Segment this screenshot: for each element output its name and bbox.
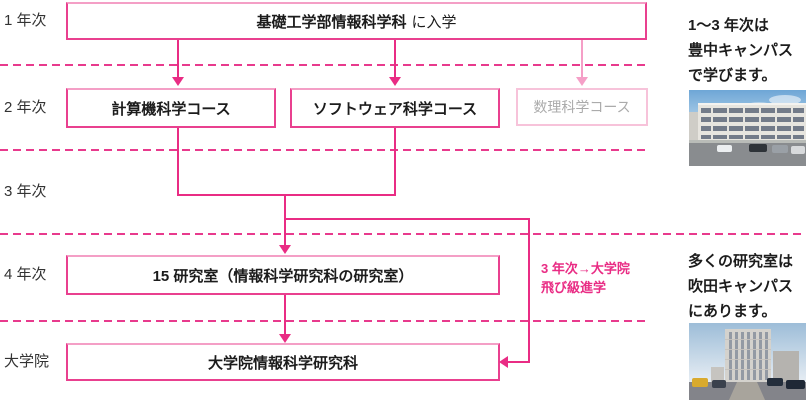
course-computer-label: 計算機科学コース (111, 100, 231, 118)
course-box-mathematical-science: 数理科学コース (516, 88, 648, 126)
year-label-1: 1 年次 (4, 12, 47, 29)
down-arrowhead-computer (172, 77, 184, 86)
toyonaka-campus-photo (689, 90, 806, 166)
course-box-software-science: ソフトウェア科学コース (290, 88, 500, 128)
year-label-grad: 大学院 (4, 353, 50, 370)
course-box-computer-science: 計算機科学コース (66, 88, 276, 128)
suita-campus-note: 多くの研究室は 吹田キャンパス にあります。 (688, 249, 793, 324)
toyonaka-campus-note: 1〜3 年次は 豊中キャンパス で学びます。 (688, 13, 793, 88)
connector-entry-to-math (581, 40, 583, 78)
course-math-label: 数理科学コース (533, 99, 631, 115)
toyonaka-note-line3: で学びます。 (688, 67, 777, 84)
toyonaka-note-line1: 1〜3 年次は (688, 17, 769, 34)
entry-box: 基礎工学部情報科学科 に入学 (66, 2, 647, 40)
connector-software-to-merge (394, 128, 396, 196)
connector-labs-to-grad (284, 295, 286, 335)
skip-grade-branch-top (284, 218, 530, 220)
skip-grade-note: 3 年次→大学院 飛び級進学 (541, 259, 630, 297)
skip-grade-note-line1: 3 年次→大学院 (541, 261, 630, 276)
skip-grade-note-line2: 飛び級進学 (541, 280, 607, 295)
year-label-3: 3 年次 (4, 183, 47, 200)
year-label-2: 2 年次 (4, 99, 47, 116)
grad-school-box: 大学院情報科学研究科 (66, 343, 500, 381)
toyonaka-note-line2: 豊中キャンパス (688, 42, 794, 59)
down-arrowhead-math (576, 77, 588, 86)
down-arrowhead-labs (279, 245, 291, 254)
skip-grade-branch-bottom (508, 361, 530, 363)
labs-box-label: 15 研究室（情報科学研究科の研究室） (152, 267, 414, 285)
down-arrowhead-grad (279, 334, 291, 343)
entry-box-label-suffix: に入学 (411, 13, 457, 31)
entry-box-label: 基礎工学部情報科学科 (256, 13, 407, 31)
grad-school-label: 大学院情報科学研究科 (207, 354, 358, 372)
connector-entry-to-software (394, 40, 396, 78)
suita-note-line2: 吹田キャンパス (688, 278, 794, 295)
year-separator-1 (0, 64, 647, 66)
year-separator-2 (0, 149, 647, 151)
connector-entry-to-computer (177, 40, 179, 78)
connector-merge-to-labs (284, 194, 286, 246)
labs-box: 15 研究室（情報科学研究科の研究室） (66, 255, 500, 295)
connector-computer-to-merge (177, 128, 179, 196)
merge-bar-year3 (177, 194, 396, 196)
skip-grade-branch-vertical (528, 218, 530, 363)
suita-campus-photo (689, 323, 806, 400)
suita-note-line1: 多くの研究室は (688, 253, 794, 270)
suita-note-line3: にあります。 (688, 303, 777, 320)
left-arrowhead-skip-grade (499, 356, 508, 368)
course-software-label: ソフトウェア科学コース (312, 100, 478, 118)
year-separator-3 (0, 233, 806, 235)
down-arrowhead-software (389, 77, 401, 86)
year-label-4: 4 年次 (4, 266, 47, 283)
year-separator-4 (0, 320, 645, 322)
